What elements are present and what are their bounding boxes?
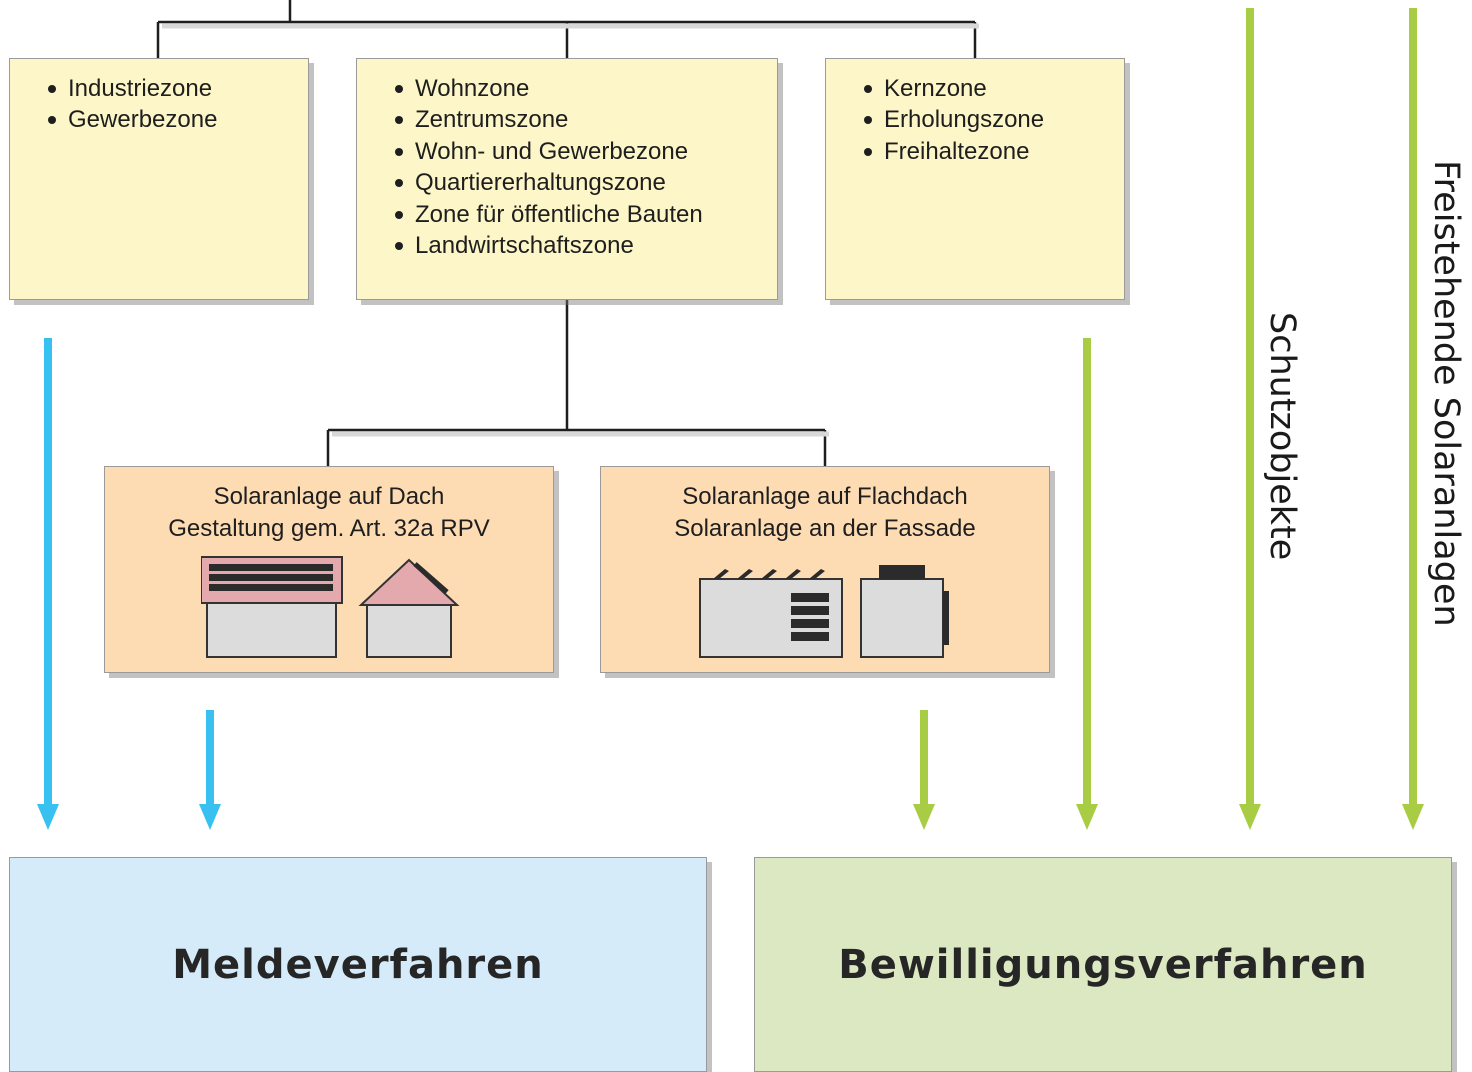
solar-panel-strip bbox=[209, 564, 333, 571]
rooftop-unit bbox=[879, 565, 925, 579]
list-item: Wohn- und Gewerbezone bbox=[395, 136, 703, 167]
flat-roof-solar-title: Solaranlage auf Flachdach bbox=[682, 483, 968, 510]
arrow-freestanding-solar-to-permit bbox=[1402, 8, 1424, 830]
building-wall bbox=[699, 578, 843, 658]
facade-panel bbox=[791, 619, 829, 628]
core-zone-list: Kernzone Erholungszone Freihaltezone bbox=[864, 73, 1044, 167]
list-item: Landwirtschaftszone bbox=[395, 230, 703, 261]
list-item: Zentrumszone bbox=[395, 104, 703, 135]
house-wall bbox=[206, 598, 337, 658]
list-item: Zone für öffentliche Bauten bbox=[395, 199, 703, 230]
facade-panel bbox=[791, 632, 829, 641]
permit-procedure-label: Bewilligungsverfahren bbox=[838, 941, 1368, 988]
facade-solar-title: Solaranlage an der Fassade bbox=[674, 515, 976, 542]
industry-zone-list: Industriezone Gewerbezone bbox=[48, 73, 217, 136]
list-item: Gewerbezone bbox=[48, 104, 217, 135]
solar-panel-strip bbox=[209, 584, 333, 591]
arrow-facade-solar-to-permit bbox=[913, 710, 935, 830]
solar-panel-strip bbox=[209, 574, 333, 581]
roof-solar-subtitle: Gestaltung gem. Art. 32a RPV bbox=[168, 515, 490, 542]
list-item: Erholungszone bbox=[864, 104, 1044, 135]
building-wall bbox=[860, 578, 944, 658]
facade-panel bbox=[943, 591, 949, 645]
arrow-industry-to-notification bbox=[37, 338, 59, 830]
facade-panel bbox=[791, 593, 829, 602]
roof-solar-title: Solaranlage auf Dach bbox=[213, 483, 445, 510]
rooftop-panels bbox=[713, 569, 825, 579]
notification-procedure-label: Meldeverfahren bbox=[172, 941, 544, 988]
roof-solar-panel bbox=[413, 562, 449, 594]
flat-roof-facade-solar-box: Solaranlage auf Flachdach Solaranlage an… bbox=[600, 466, 1050, 673]
list-item: Quartiererhaltungszone bbox=[395, 167, 703, 198]
flat-roof-building-illustration bbox=[699, 565, 949, 658]
residential-zones-box: Wohnzone Zentrumszone Wohn- und Gewerbez… bbox=[356, 58, 778, 300]
arrow-protected-objects-to-permit bbox=[1239, 8, 1261, 830]
house-wall bbox=[366, 602, 452, 658]
notification-procedure-box: Meldeverfahren bbox=[9, 857, 707, 1072]
residential-zone-list: Wohnzone Zentrumszone Wohn- und Gewerbez… bbox=[395, 73, 703, 261]
protected-objects-label: Schutzobjekte bbox=[1262, 312, 1302, 561]
permit-procedure-box: Bewilligungsverfahren bbox=[754, 857, 1452, 1072]
list-item: Kernzone bbox=[864, 73, 1044, 104]
core-zones-box: Kernzone Erholungszone Freihaltezone bbox=[825, 58, 1125, 300]
list-item: Freihaltezone bbox=[864, 136, 1044, 167]
house-roof bbox=[358, 558, 460, 606]
roof-solar-box: Solaranlage auf Dach Gestaltung gem. Art… bbox=[104, 466, 554, 673]
facade-panel bbox=[791, 606, 829, 615]
freestanding-solar-label: Freistehende Solaranlagen bbox=[1426, 160, 1466, 627]
arrow-core-zones-to-permit bbox=[1076, 338, 1098, 830]
list-item: Industriezone bbox=[48, 73, 217, 104]
list-item: Wohnzone bbox=[395, 73, 703, 104]
industry-zones-box: Industriezone Gewerbezone bbox=[9, 58, 309, 300]
arrow-roof-solar-to-notification bbox=[199, 710, 221, 830]
pitched-roof-house-illustration bbox=[201, 556, 460, 658]
